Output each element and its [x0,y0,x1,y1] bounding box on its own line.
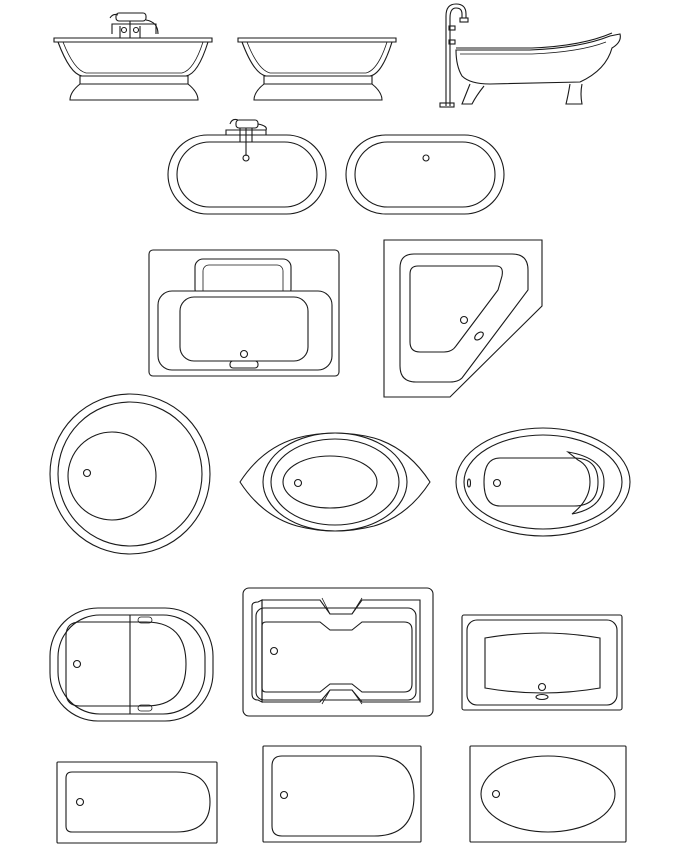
oval-tub-plan [345,134,505,215]
oval-tub-with-faucet-plan [167,118,327,215]
rectangular-tub-with-contoured-basin-plan [461,614,623,711]
leaf-shaped-tub-plan [239,432,431,532]
double-headrest-whirlpool-tub-plan [242,587,434,717]
pedestal-tub-elevation [237,37,397,101]
corner-tub-plan [383,239,543,398]
rectangular-tub-half-round-end-plan [262,745,422,843]
oval-tub-with-headrest-plan [455,427,631,537]
rectangular-tub-oval-basin-plan [469,745,627,843]
rectangular-tub-rounded-end-plan [56,761,218,844]
clawfoot-tub-with-floor-faucet-elevation [439,3,621,108]
stadium-tub-with-headrest-plan [49,607,214,722]
rectangular-whirlpool-tub-plan [148,249,340,377]
round-tub-plan [49,393,211,555]
pedestal-tub-with-faucet-elevation [53,12,213,101]
